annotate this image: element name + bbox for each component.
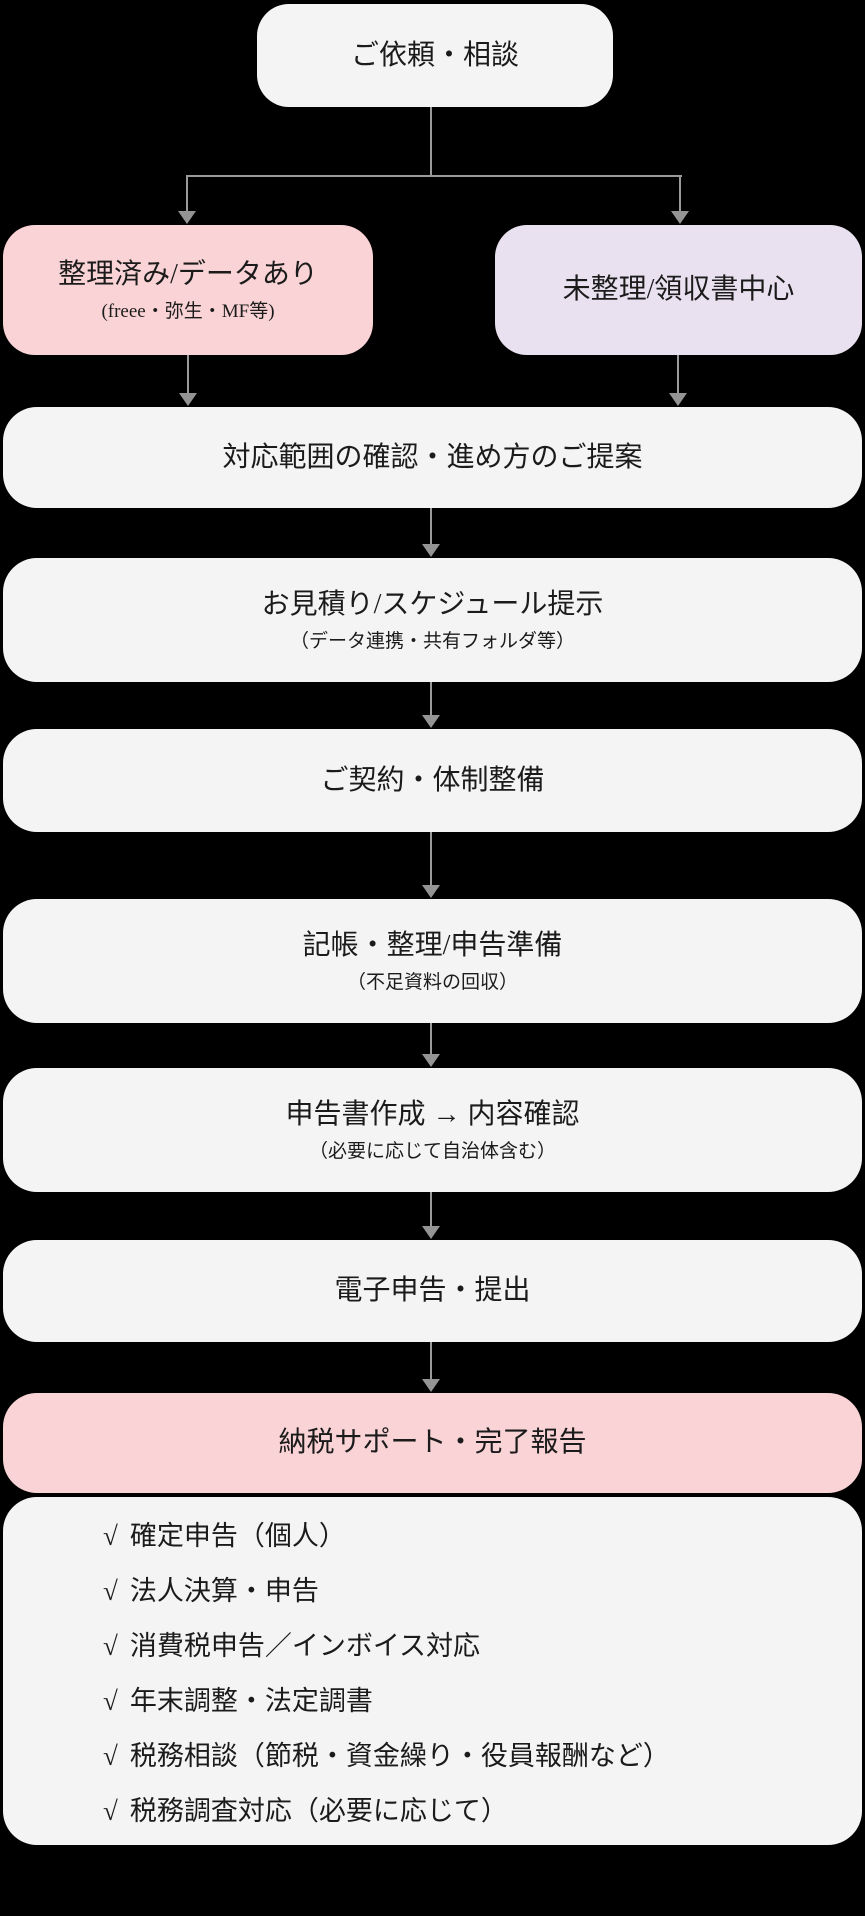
check-icon: √ <box>103 1521 118 1551</box>
node-title: 申告書作成 → 内容確認 <box>285 1099 580 1130</box>
flow-node-scope-confirmation: 対応範囲の確認・進め方のご提案 <box>3 407 862 508</box>
node-title: 整理済み/データあり <box>58 259 318 290</box>
arrow-down-icon <box>422 1054 440 1067</box>
service-item: √ 税務相談（節税・資金繰り・役員報酬など） <box>103 1729 842 1784</box>
flow-node-contract: ご契約・体制整備 <box>3 729 862 832</box>
service-item-label: 確定申告（個人） <box>129 1521 346 1551</box>
node-title: ご依頼・相談 <box>350 39 519 71</box>
node-subtitle: （必要に応じて自治体含む） <box>308 1141 556 1162</box>
node-title: お見積り/スケジュール提示 <box>261 589 604 620</box>
arrow-down-icon <box>179 393 197 406</box>
service-item-label: 消費税申告／インボイス対応 <box>129 1631 481 1661</box>
flow-node-estimate: お見積り/スケジュール提示 （データ連携・共有フォルダ等） <box>3 558 862 682</box>
service-item: √ 税務調査対応（必要に応じて） <box>103 1784 842 1839</box>
flow-node-return-preparation: 申告書作成 → 内容確認 （必要に応じて自治体含む） <box>3 1068 862 1192</box>
arrow-line <box>430 1342 432 1381</box>
flow-node-bookkeeping: 記帳・整理/申告準備 （不足資料の回収） <box>3 899 862 1023</box>
connector-vline <box>430 107 432 177</box>
arrow-down-icon <box>422 715 440 728</box>
flow-node-efiling: 電子申告・提出 <box>3 1240 862 1342</box>
services-list: √ 確定申告（個人） √ 法人決算・申告 √ 消費税申告／インボイス対応 √ 年末調整・… <box>3 1497 862 1845</box>
connector-vline-right <box>679 175 681 213</box>
service-item-label: 税務調査対応（必要に応じて） <box>129 1796 508 1826</box>
arrow-line <box>430 1023 432 1056</box>
service-item: √ 年末調整・法定調書 <box>103 1674 842 1729</box>
check-icon: √ <box>103 1631 118 1661</box>
arrow-down-icon <box>422 544 440 557</box>
service-item-label: 法人決算・申告 <box>129 1576 319 1606</box>
check-icon: √ <box>103 1796 118 1826</box>
arrow-down-icon <box>178 211 196 224</box>
arrow-down-icon <box>669 393 687 406</box>
connector-hline <box>186 175 682 177</box>
service-item-label: 税務相談（節税・資金繰り・役員報酬など） <box>129 1741 670 1771</box>
arrow-down-icon <box>422 1226 440 1239</box>
flow-node-organized-data: 整理済み/データあり (freee・弥生・MF等) <box>3 225 373 355</box>
node-title: 納税サポート・完了報告 <box>278 1427 587 1458</box>
node-title: ご契約・体制整備 <box>320 764 545 796</box>
node-title: 未整理/領収書中心 <box>562 274 795 305</box>
node-title: 対応範囲の確認・進め方のご提案 <box>222 441 643 473</box>
arrow-line <box>187 355 189 395</box>
arrow-line <box>430 682 432 717</box>
node-title: 記帳・整理/申告準備 <box>302 930 563 961</box>
service-item-label: 年末調整・法定調書 <box>129 1686 373 1716</box>
node-subtitle: （データ連携・共有フォルダ等） <box>289 631 575 652</box>
arrow-line <box>677 355 679 395</box>
arrow-down-icon <box>422 885 440 898</box>
check-icon: √ <box>103 1686 118 1716</box>
arrow-line <box>430 508 432 546</box>
service-item: √ 法人決算・申告 <box>103 1564 842 1619</box>
service-item: √ 確定申告（個人） <box>103 1509 842 1564</box>
node-title: 電子申告・提出 <box>334 1275 531 1306</box>
arrow-down-icon <box>422 1379 440 1392</box>
flow-node-tax-payment-support: 納税サポート・完了報告 <box>3 1393 862 1493</box>
arrow-line <box>430 832 432 887</box>
flow-node-start: ご依頼・相談 <box>257 4 613 107</box>
node-subtitle: （不足資料の回収） <box>346 972 518 993</box>
connector-vline-left <box>186 175 188 213</box>
arrow-down-icon <box>671 211 689 224</box>
service-item: √ 消費税申告／インボイス対応 <box>103 1619 842 1674</box>
check-icon: √ <box>103 1741 118 1771</box>
node-subtitle: (freee・弥生・MF等) <box>101 301 275 322</box>
flow-node-unorganized: 未整理/領収書中心 <box>495 225 862 355</box>
arrow-line <box>430 1192 432 1228</box>
check-icon: √ <box>103 1576 118 1606</box>
